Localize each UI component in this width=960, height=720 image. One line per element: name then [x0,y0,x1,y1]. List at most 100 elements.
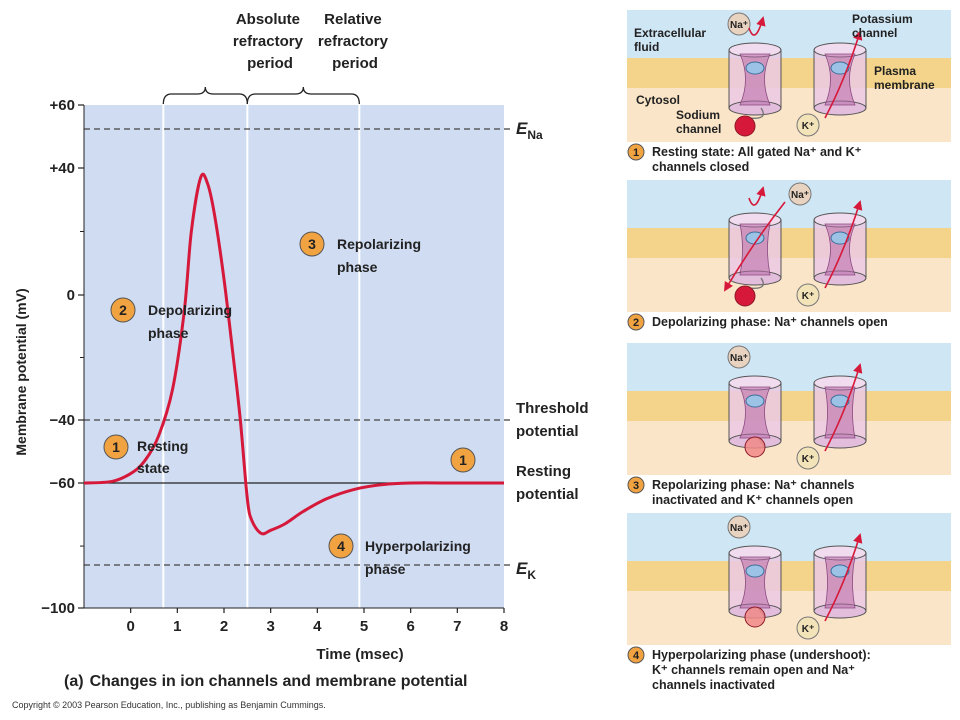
step-badge [627,313,645,331]
plot-area [84,105,504,608]
threshold-label: Threshold potential [516,400,593,440]
copyright-notice: Copyright © 2003 Pearson Education, Inc.… [12,700,326,710]
ion-label: Na⁺ [791,190,809,201]
y-axis-label: Membrane potential (mV) [13,288,29,455]
phase-2-depolarizing: 2 Depolarizing phase [110,297,236,341]
plasma-membrane-label: Plasma membrane [874,64,935,92]
x-tick-label: 0 [126,618,134,635]
phase-badge [450,447,476,473]
relative-refractory-label: Relative refractory period [318,11,392,72]
phase-number: 1 [112,439,120,455]
x-axis-label: Time (msec) [316,646,403,663]
y-tick-label: −60 [50,475,75,492]
cytosol-layer [627,258,951,312]
phase-badge [110,297,136,323]
potassium-channel-label: Potassium channel [852,12,916,40]
x-tick-label: 2 [220,618,228,635]
phase-text: Hyperpolarizing phase [365,538,475,577]
extracellular-fluid-label: Extracellular fluid [634,26,709,54]
phase-badge [328,533,354,559]
inactivation-ball [744,436,766,458]
relative-refractory-brace [246,86,360,105]
step-badge [627,143,645,161]
x-tick-label: 4 [313,618,322,635]
na-flux-arrow [748,16,766,36]
cytosol-layer [627,88,951,142]
x-tick-label: 3 [266,618,274,635]
membrane-layer [627,228,951,258]
ion-bubble [788,182,812,206]
ion-bubble [796,446,820,470]
membrane-layer [627,58,951,88]
channel-labels: Extracellular fluid Cytosol Sodium chann… [634,12,935,136]
inactivation-tether [748,107,764,119]
potassium-gate [830,61,850,75]
step-number: 4 [633,650,640,662]
phase-number: 4 [337,538,345,554]
inactivation-ball [734,285,756,307]
phase-text: Depolarizing phase [148,302,236,341]
sodium-gate [745,61,765,75]
absolute-refractory-brace [162,86,248,105]
phase-number: 1 [459,452,467,468]
k-efflux-arrow [824,363,863,452]
membrane-layer [627,561,951,591]
phase-badge [103,434,129,460]
inactivation-ball [734,115,756,137]
ion-label: Na⁺ [730,523,748,534]
na-influx-arrow [724,201,786,292]
inactivation-ball [744,606,766,628]
sodium-gate [745,564,765,578]
y-axis-ticks: +60+400−40−60−100 [41,97,85,617]
y-tick-label: −40 [50,412,75,429]
refractory-dividers [162,105,361,608]
step-badge [627,646,645,664]
x-tick-label: 6 [406,618,414,635]
potassium-gate [830,394,850,408]
refractory-braces: Absolute refractory period Relative refr… [162,11,392,105]
step-number: 1 [633,147,639,159]
step-caption: Resting state: All gated Na⁺ and K⁺chann… [652,145,862,174]
ion-bubble [727,515,751,539]
ion-label: K⁺ [802,624,815,635]
ion-bubble [727,12,751,36]
sodium-channel-label: Sodium channel [676,108,723,136]
inactivation-tether [748,277,764,289]
resting-potential-label: Resting potential [516,463,579,503]
e-na-label: ENa [516,119,543,142]
k-efflux-arrow [824,200,863,289]
potassium-gate [830,231,850,245]
ion-bubble [796,616,820,640]
step-caption: Hyperpolarizing phase (undershoot):K⁺ ch… [652,648,871,692]
phase-1-return: 1 [450,447,476,473]
y-tick-label: +40 [50,160,75,177]
absolute-refractory-label: Absolute refractory period [233,11,307,72]
cytosol-label: Cytosol [636,93,680,107]
panel-a-caption: (a)Changes in ion channels and membrane … [64,673,467,690]
step-number: 3 [633,480,639,492]
y-tick-label: +60 [50,97,75,114]
phase-1-resting: 1 Resting state [103,434,188,476]
cytosol-layer [627,591,951,645]
phase-number: 3 [308,236,316,252]
ion-label: K⁺ [802,454,815,465]
phase-badge [299,231,325,257]
x-tick-label: 5 [360,618,368,635]
ion-label: K⁺ [802,121,815,132]
reference-labels: ENa Threshold potential Resting potentia… [516,119,593,582]
phase-text: Repolarizing phase [337,236,425,275]
ion-label: K⁺ [802,291,815,302]
step-caption: Depolarizing phase: Na⁺ channels open [652,315,888,329]
phase-3-repolarizing: 3 Repolarizing phase [299,231,425,275]
k-efflux-arrow [824,533,863,622]
x-tick-label: 7 [453,618,461,635]
phase-annotations: 1 Resting state 2 Depolarizing phase 3 R… [103,231,476,577]
x-tick-label: 8 [500,618,508,635]
ion-bubble [727,345,751,369]
